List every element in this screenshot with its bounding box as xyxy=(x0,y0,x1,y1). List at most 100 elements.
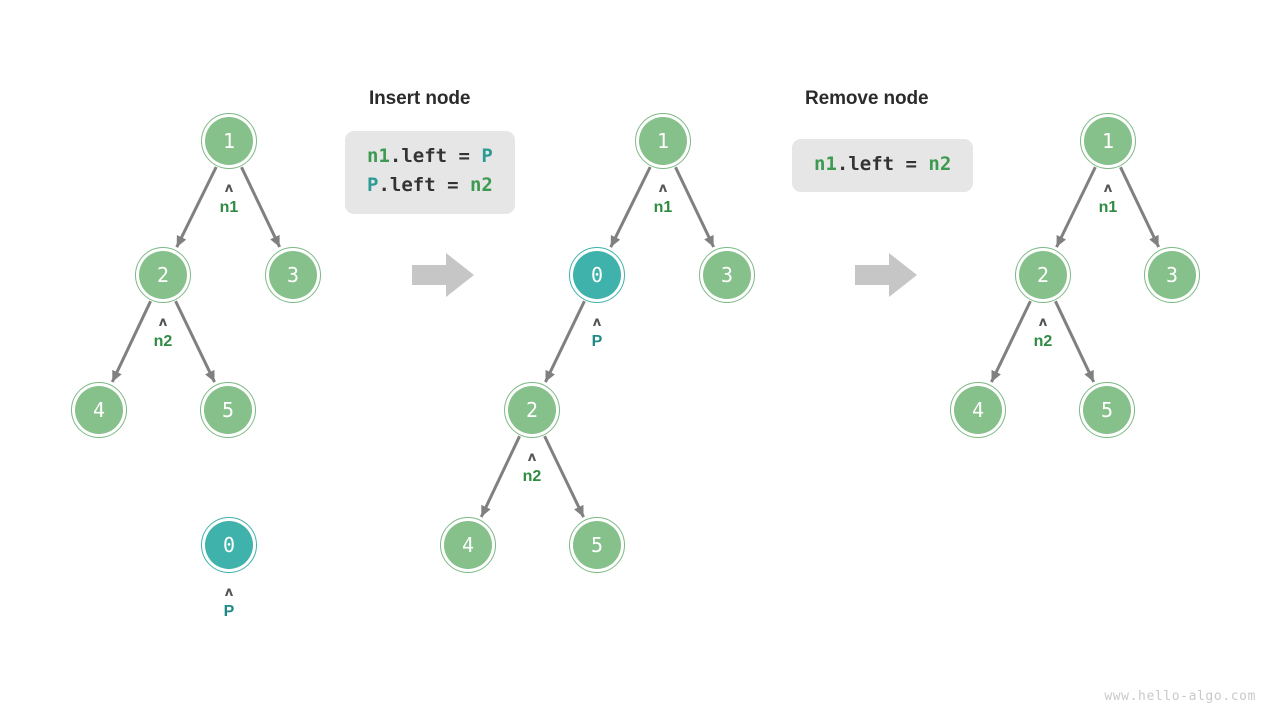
node-value: 1 xyxy=(1101,128,1115,153)
node-ring xyxy=(569,517,625,573)
node-disc xyxy=(204,386,252,434)
node-disc xyxy=(205,521,253,569)
node-disc xyxy=(205,117,253,165)
tree-after-insert-node-5: 5 xyxy=(569,517,625,573)
node-disc xyxy=(1083,386,1131,434)
tree-edge xyxy=(543,435,585,518)
node-ring xyxy=(440,517,496,573)
tree-before-node-4: 4 xyxy=(71,382,127,438)
code-token: P xyxy=(367,174,379,197)
tree-edge xyxy=(1119,166,1160,248)
code-line: n1.left = n2 xyxy=(814,150,951,179)
code-token: .left = xyxy=(389,145,482,167)
code-token: n1 xyxy=(367,145,390,167)
node-value: 2 xyxy=(1036,262,1050,287)
tree-edge xyxy=(174,300,216,383)
right-arrow-icon xyxy=(412,253,474,297)
node-value: 4 xyxy=(971,397,985,422)
code-token: n1 xyxy=(814,153,837,175)
node-value: 3 xyxy=(1165,262,1179,287)
section-title-insert: Insert node xyxy=(369,88,471,109)
watermark: www.hello-algo.com xyxy=(1104,689,1256,704)
node-ring xyxy=(135,247,191,303)
tree-after-insert-node-0: 0 xyxy=(569,247,625,303)
tree-edge xyxy=(990,300,1032,383)
node-disc xyxy=(508,386,556,434)
tree-after-remove-node-2: 2 xyxy=(1015,247,1071,303)
node-value: 2 xyxy=(156,262,170,287)
tree-after-insert-node-2: 2 xyxy=(504,382,560,438)
section-title-remove: Remove node xyxy=(805,88,929,109)
node-ring xyxy=(1015,247,1071,303)
node-disc xyxy=(269,251,317,299)
node-ring xyxy=(699,247,755,303)
node-disc xyxy=(573,521,621,569)
node-ring xyxy=(201,113,257,169)
node-ring xyxy=(265,247,321,303)
code-token: n2 xyxy=(469,174,493,197)
node-ring xyxy=(950,382,1006,438)
node-disc xyxy=(703,251,751,299)
code-line: P.left = n2 xyxy=(367,171,493,200)
step-arrow-2 xyxy=(855,252,917,298)
node-value: 0 xyxy=(590,262,604,287)
node-disc xyxy=(573,251,621,299)
tree-after-insert-node-4: 4 xyxy=(440,517,496,573)
tree-before-node-0: 0 xyxy=(201,517,257,573)
step-arrow-1 xyxy=(412,252,474,298)
node-ring xyxy=(200,382,256,438)
tree-edge xyxy=(544,300,586,383)
node-disc xyxy=(139,251,187,299)
tree-edge xyxy=(175,166,218,248)
tree-edge xyxy=(1054,300,1096,383)
tree-after-remove-node-5: 5 xyxy=(1079,382,1135,438)
node-value: 5 xyxy=(590,532,604,557)
tree-after-remove-node-3: 3 xyxy=(1144,247,1200,303)
node-ring xyxy=(201,517,257,573)
tree-edge xyxy=(1055,166,1097,248)
node-ring xyxy=(569,247,625,303)
code-token: .left = xyxy=(836,153,929,175)
tree-before-node-5: 5 xyxy=(200,382,256,438)
node-disc xyxy=(1148,251,1196,299)
tree-before-node-1: 1 xyxy=(201,113,257,169)
node-ring xyxy=(1080,113,1136,169)
tree-edge xyxy=(479,435,521,518)
tree-edge xyxy=(609,166,652,248)
node-disc xyxy=(639,117,687,165)
node-value: 4 xyxy=(461,532,475,557)
tree-edge xyxy=(240,166,281,248)
node-value: 4 xyxy=(92,397,106,422)
code-box-remove: n1.left = n2 xyxy=(792,139,974,193)
node-value: 0 xyxy=(222,532,236,557)
node-value: 1 xyxy=(222,128,236,153)
code-line: n1.left = P xyxy=(367,142,493,171)
node-ring xyxy=(504,382,560,438)
node-disc xyxy=(1084,117,1132,165)
tree-after-insert-node-3: 3 xyxy=(699,247,755,303)
node-value: 5 xyxy=(1100,397,1114,422)
code-token: n2 xyxy=(928,153,952,175)
node-value: 1 xyxy=(656,128,670,153)
node-value: 2 xyxy=(525,397,539,422)
tree-before-node-3: 3 xyxy=(265,247,321,303)
tree-after-remove-node-1: 1 xyxy=(1080,113,1136,169)
tree-before-node-2: 2 xyxy=(135,247,191,303)
node-ring xyxy=(71,382,127,438)
node-disc xyxy=(954,386,1002,434)
node-ring xyxy=(1144,247,1200,303)
node-disc xyxy=(444,521,492,569)
tree-after-remove-node-4: 4 xyxy=(950,382,1006,438)
node-value: 3 xyxy=(286,262,300,287)
tree-edge xyxy=(674,166,715,248)
node-disc xyxy=(75,386,123,434)
node-ring xyxy=(1079,382,1135,438)
node-disc xyxy=(1019,251,1067,299)
right-arrow-icon xyxy=(855,253,917,297)
node-value: 3 xyxy=(720,262,734,287)
tree-after-insert-node-1: 1 xyxy=(635,113,691,169)
code-token: P xyxy=(481,145,493,167)
code-token: .left = xyxy=(378,174,470,197)
